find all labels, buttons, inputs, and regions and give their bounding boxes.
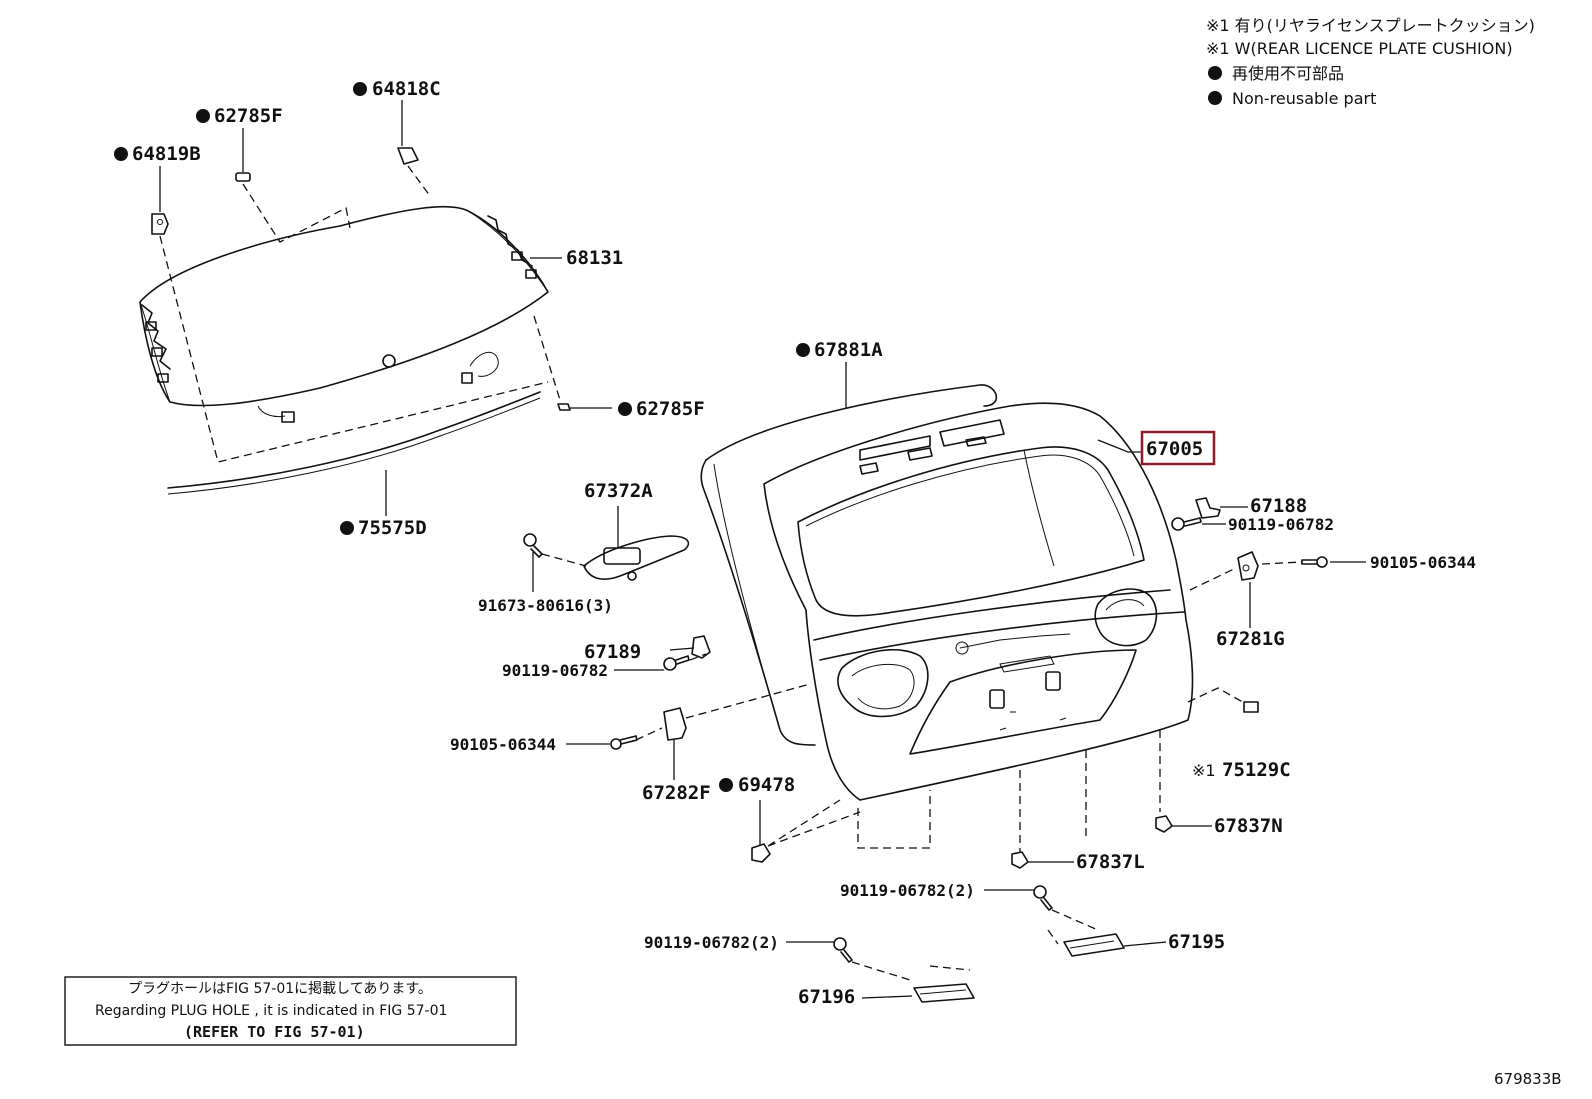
part-90119-06782-2b: 90119-06782(2)	[644, 933, 779, 952]
part-67837N: 67837N	[1214, 815, 1283, 837]
part-67837L: 67837L	[1076, 851, 1145, 873]
legend-line-4: Non-reusable part	[1232, 89, 1376, 108]
part-91673-80616: 91673-80616(3)	[478, 596, 613, 615]
part-75129C: 75129C	[1222, 759, 1291, 781]
bracket-67282F	[663, 707, 687, 741]
part-75575D: 75575D	[358, 517, 427, 539]
part-90105-06344-right: 90105-06344	[1370, 553, 1476, 572]
part-69478: 69478	[738, 774, 795, 796]
figure-number: 679833B	[1494, 1070, 1562, 1088]
grommet-69478	[751, 843, 771, 863]
cushion-75129C	[1243, 701, 1259, 713]
highlighted-part-box	[1140, 430, 1216, 466]
part-67372A: 67372A	[584, 480, 653, 502]
clip-62785F-mid	[557, 403, 571, 411]
part-64818C: 64818C	[372, 78, 441, 100]
part-67282F: 67282F	[642, 782, 711, 804]
plug-hole-note: プラグホールはFIG 57-01に掲載してあります。 Regarding PLU…	[64, 976, 517, 1046]
back-window-glass	[139, 205, 549, 423]
weatherstrip	[705, 384, 998, 461]
clip-64818C	[397, 147, 419, 165]
non-reusable-dot-icon	[618, 402, 632, 416]
clip-62785F-top	[235, 172, 251, 182]
part-90105-06344-left: 90105-06344	[450, 735, 556, 754]
non-reusable-dot-icon	[1208, 91, 1222, 105]
bolt-90119-06782-2b	[833, 937, 847, 951]
part-62785F-top: 62785F	[214, 105, 283, 127]
non-reusable-dot-icon	[196, 109, 210, 123]
non-reusable-dot-icon	[353, 82, 367, 96]
part-67281G: 67281G	[1216, 628, 1285, 650]
switch-67372A	[583, 535, 690, 580]
part-90119-06782-2a: 90119-06782(2)	[840, 881, 975, 900]
legend-line-2: ※1 W(REAR LICENCE PLATE CUSHION)	[1206, 39, 1513, 58]
legend-line-3: 再使用不可部品	[1232, 64, 1344, 83]
note-english: Regarding PLUG HOLE , it is indicated in…	[95, 1003, 447, 1019]
bolt-90119-06782-2a	[1033, 885, 1047, 899]
bolt-90119-06782-left	[663, 657, 677, 671]
note-japanese: プラグホールはFIG 57-01に掲載してあります。	[128, 981, 432, 997]
spoiler-moulding	[167, 391, 541, 489]
non-reusable-dot-icon	[114, 147, 128, 161]
clip-67837N	[1155, 815, 1173, 833]
part-90119-06782-right: 90119-06782	[1228, 515, 1334, 534]
part-67196: 67196	[798, 986, 855, 1008]
part-64819B: 64819B	[132, 143, 201, 165]
bolt-91673	[523, 533, 537, 547]
part-62785F-mid: 62785F	[636, 398, 705, 420]
plate-67196	[913, 983, 975, 1003]
bolt-90119-06782-right	[1171, 517, 1185, 531]
back-door-panel	[763, 402, 1194, 801]
plate-67195	[1063, 933, 1125, 957]
bumper-67189	[691, 635, 711, 659]
part-68131: 68131	[566, 247, 623, 269]
part-90119-06782-left: 90119-06782	[502, 661, 608, 680]
bumper-67188	[1195, 497, 1221, 519]
part-67195: 67195	[1168, 931, 1225, 953]
non-reusable-dot-icon	[719, 778, 733, 792]
bolt-90105-06344-right	[1316, 556, 1328, 568]
part-75129C-mark: ※1	[1192, 761, 1216, 780]
part-67881A: 67881A	[814, 339, 883, 361]
part-67188: 67188	[1250, 495, 1307, 517]
non-reusable-dot-icon	[796, 343, 810, 357]
part-67005: 67005	[1146, 438, 1203, 460]
non-reusable-dot-icon	[340, 521, 354, 535]
legend-line-1: ※1 有り(リヤライセンスプレートクッション)	[1206, 16, 1535, 35]
non-reusable-dot-icon	[1208, 66, 1222, 80]
clip-67837L	[1011, 851, 1029, 869]
legend: ※1 有り(リヤライセンスプレートクッション) ※1 W(REAR LICENC…	[1206, 16, 1535, 108]
note-reference: (REFER TO FIG 57-01)	[184, 1023, 365, 1041]
part-67189: 67189	[584, 641, 641, 663]
